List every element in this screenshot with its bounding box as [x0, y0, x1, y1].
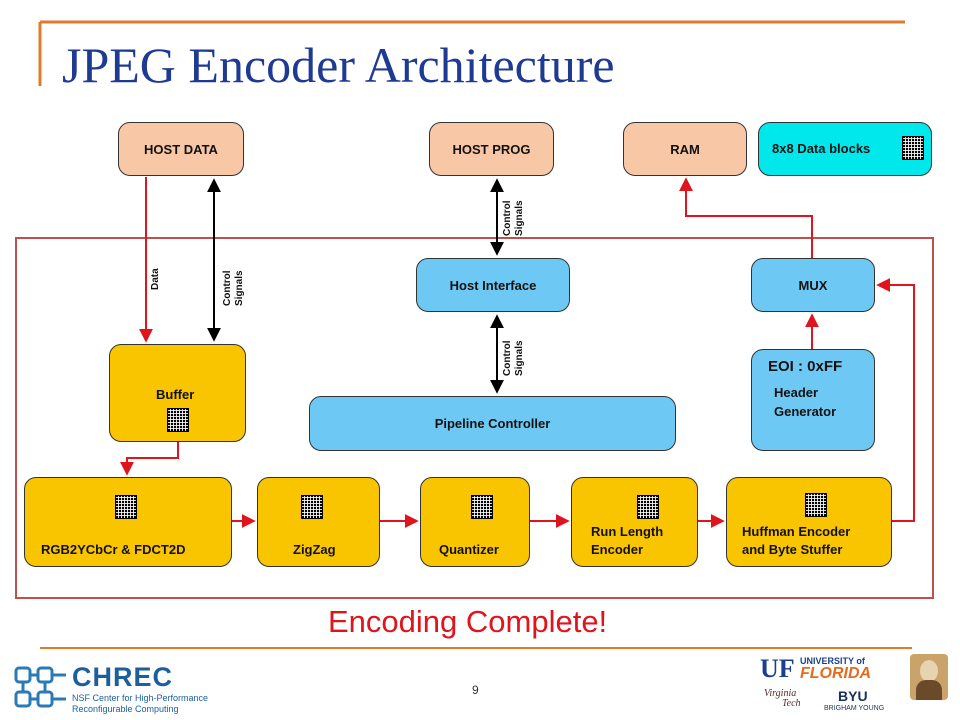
eoi-label: EOI : 0xFF: [768, 358, 843, 375]
mux-label: MUX: [798, 277, 828, 293]
page-number: 9: [472, 683, 479, 697]
rgb2ycbcr-label: RGB2YCbCr & FDCT2D: [41, 542, 186, 557]
quantizer-block: Quantizer: [420, 477, 530, 567]
pipeline-controller-label: Pipeline Controller: [434, 416, 551, 431]
chrec-subtitle-2: Reconfigurable Computing: [72, 704, 179, 714]
mux-block: MUX: [751, 258, 875, 312]
host-interface-block: Host Interface: [416, 258, 570, 312]
encoding-status: Encoding Complete!: [328, 604, 608, 639]
host-data-label: HOST DATA: [144, 141, 218, 157]
byu-mark: BYU: [838, 688, 868, 704]
buffer-block: Buffer: [109, 344, 246, 442]
huffman-encoder-block: Huffman Encoder and Byte Stuffer: [726, 477, 892, 567]
ram-label: RAM: [670, 141, 700, 157]
data-block-icon: [637, 495, 659, 519]
run-length-encoder-block: Run Length Encoder: [571, 477, 698, 567]
control-signals-label: Control Signals: [222, 270, 245, 306]
university-logos: UF UNIVERSITY of FLORIDA Virginia Tech B…: [760, 652, 956, 718]
byu-subtitle: BRIGHAM YOUNG: [824, 705, 885, 712]
huffman-label-line2: and Byte Stuffer: [742, 542, 843, 557]
host-prog-label: HOST PROG: [452, 141, 531, 157]
huffman-to-mux-arrow: [876, 278, 915, 522]
gw-portrait-icon: [910, 654, 948, 700]
header-generator-block: EOI : 0xFF Header Generator: [751, 349, 875, 451]
legend-block: 8x8 Data blocks: [758, 122, 932, 176]
host-interface-label: Host Interface: [449, 277, 537, 293]
run-length-label-line2: Encoder: [591, 542, 644, 557]
run-length-label-line1: Run Length: [591, 524, 664, 539]
pipeline-controller-block: Pipeline Controller: [309, 396, 676, 451]
data-block-icon: [167, 408, 189, 432]
data-block-icon: [902, 136, 924, 160]
uf-line1: UNIVERSITY of: [800, 656, 865, 666]
uf-mark: UF: [760, 654, 795, 683]
chrec-chip-icon: [14, 666, 66, 708]
buffer-label: Buffer: [156, 387, 195, 402]
chrec-subtitle-1: NSF Center for High-Performance: [72, 693, 209, 703]
slide-title: JPEG Encoder Architecture: [62, 37, 615, 93]
buffer-to-rgb-arrow: [120, 442, 179, 476]
data-block-icon: [805, 493, 827, 517]
header-generator-label-line1: Header: [774, 385, 819, 400]
control-signals-label: Control Signals: [502, 200, 525, 236]
zigzag-block: ZigZag: [257, 477, 380, 567]
chrec-logo: CHREC NSF Center for High-Performance Re…: [10, 660, 210, 716]
data-block-icon: [301, 495, 323, 519]
data-block-icon: [115, 495, 137, 519]
huffman-label-line1: Huffman Encoder: [742, 524, 851, 539]
vt-line1: Virginia: [764, 688, 797, 699]
host-data-block: HOST DATA: [118, 122, 244, 176]
data-signal-label: Data: [150, 268, 161, 290]
chrec-name: CHREC: [72, 662, 174, 692]
data-block-icon: [471, 495, 493, 519]
quantizer-label: Quantizer: [439, 542, 499, 557]
host-prog-block: HOST PROG: [429, 122, 554, 176]
zigzag-label: ZigZag: [293, 542, 336, 557]
legend-label: 8x8 Data blocks: [772, 141, 871, 156]
ram-block: RAM: [623, 122, 747, 176]
rgb2ycbcr-block: RGB2YCbCr & FDCT2D: [24, 477, 232, 567]
header-generator-label-line2: Generator: [774, 404, 837, 419]
vt-line2: Tech: [782, 698, 801, 709]
mux-to-ram-arrow: [679, 177, 813, 258]
control-signals-label: Control Signals: [502, 340, 525, 376]
uf-line2: FLORIDA: [800, 665, 872, 682]
